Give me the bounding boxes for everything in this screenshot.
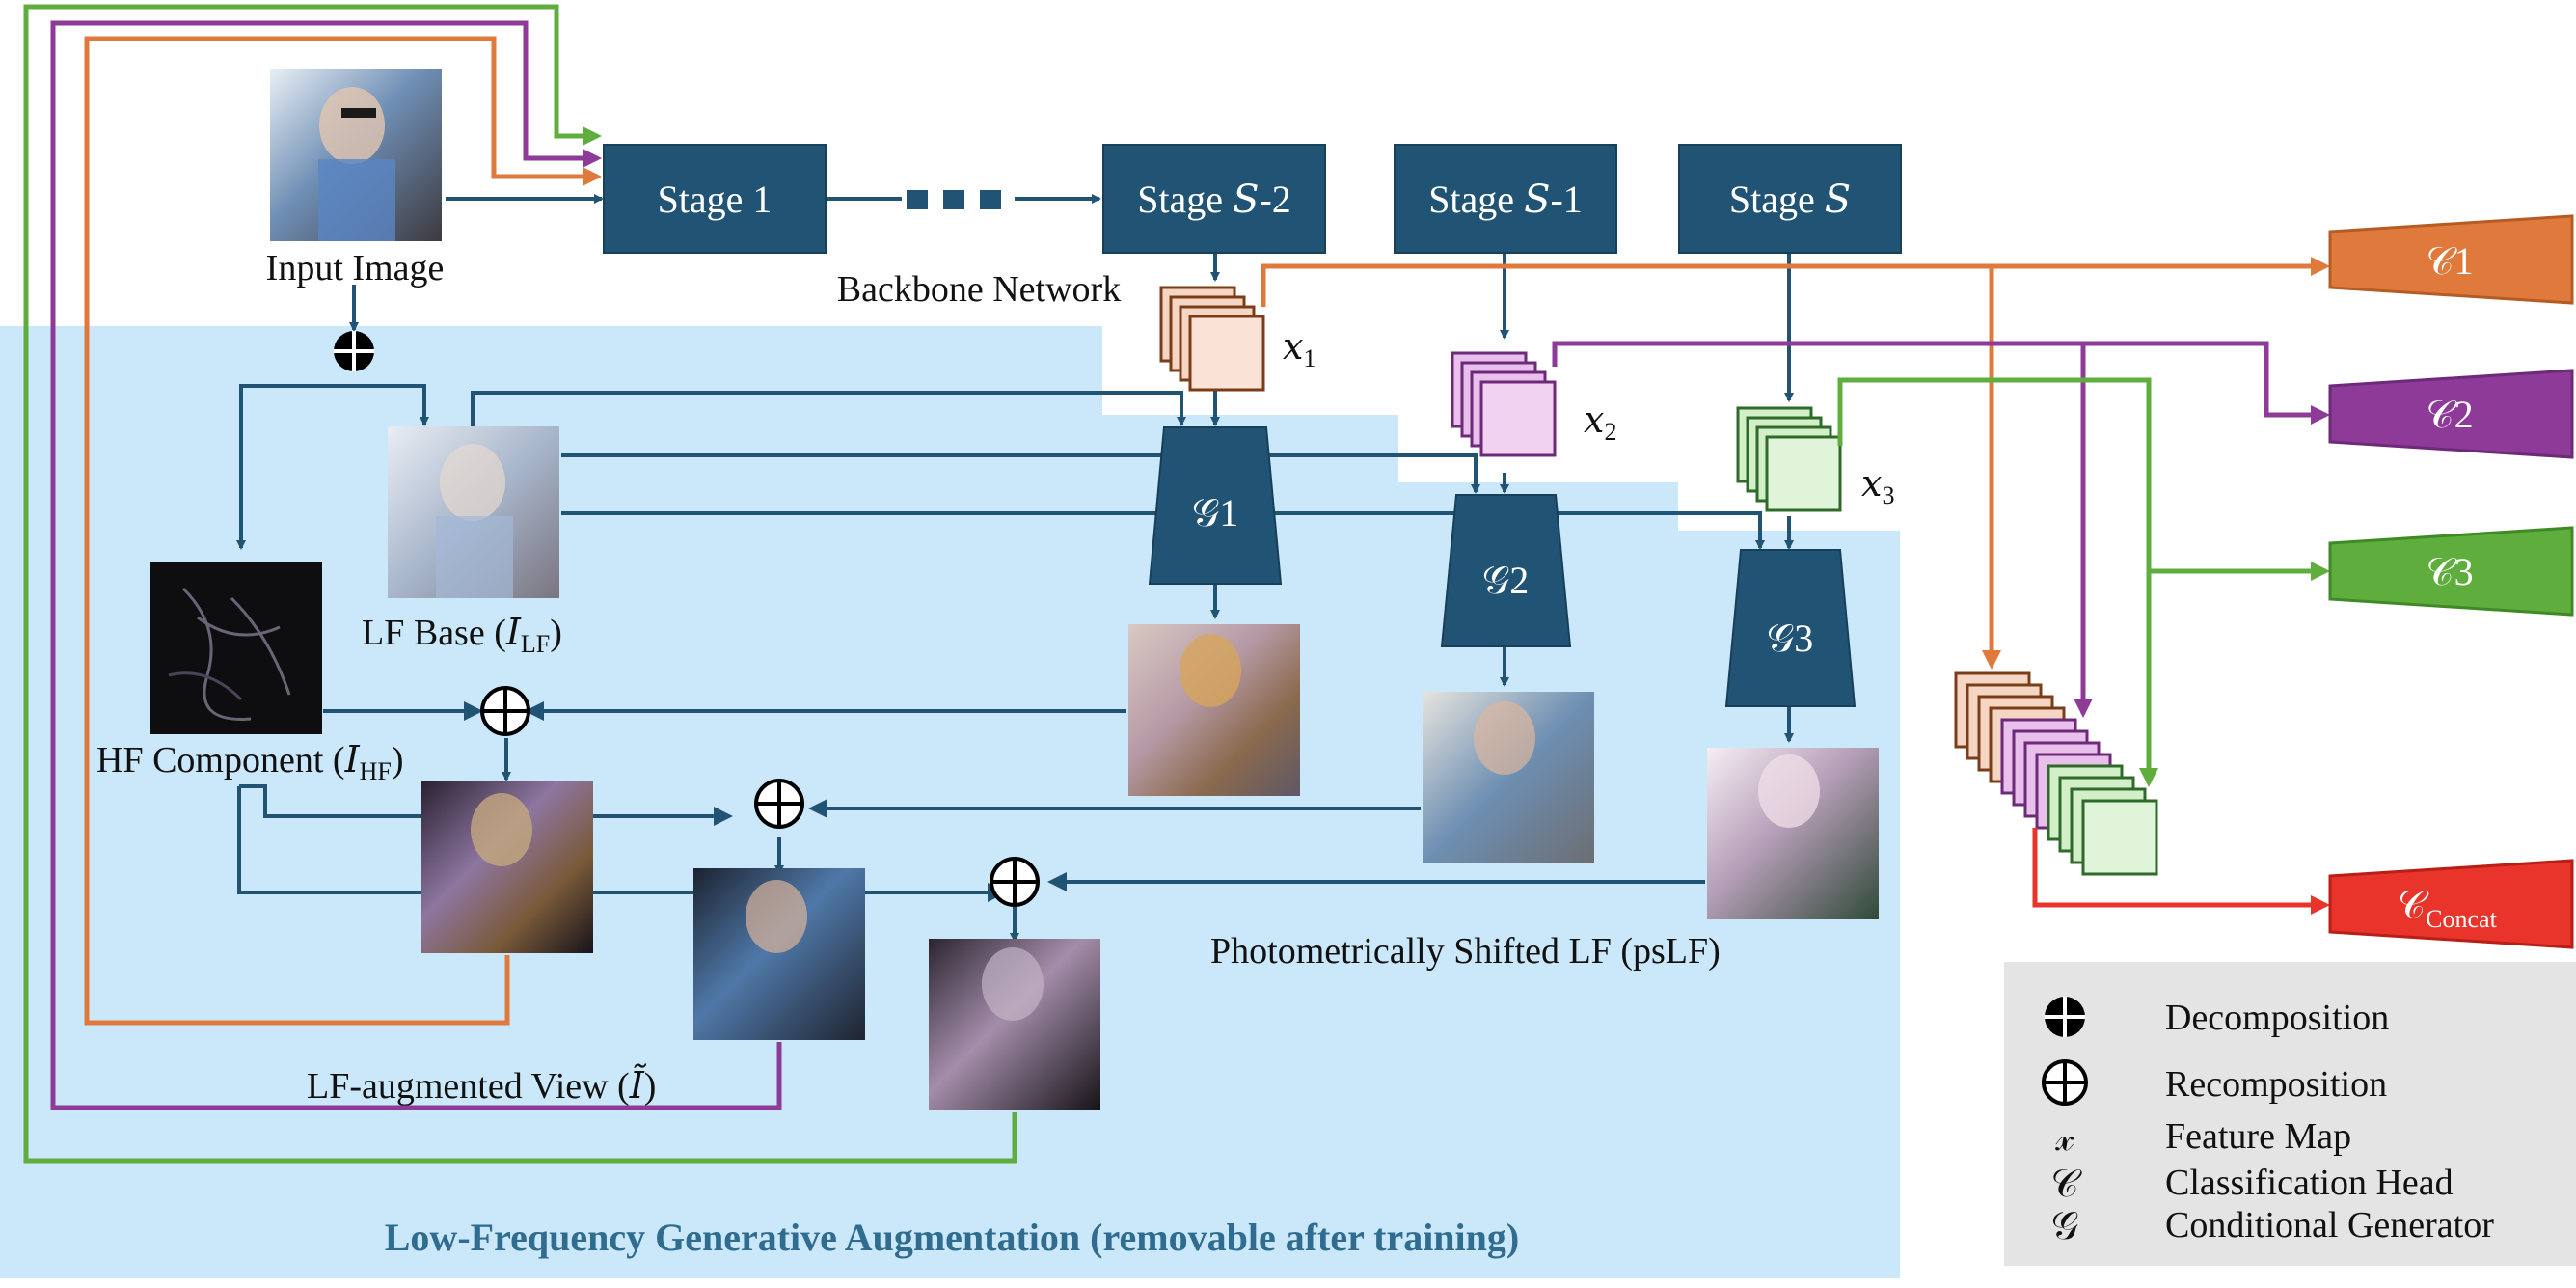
recomposition-icon-2	[754, 779, 804, 829]
feature-map-x1	[1159, 286, 1265, 392]
legend-conditional-generator: 𝒢 Conditional Generator	[2051, 1204, 2494, 1247]
augmentation-region	[0, 326, 1900, 1278]
orange-lines	[84, 36, 2330, 1026]
classification-head-symbol: 𝒞	[2050, 1162, 2082, 1205]
lf-base-caption: LF Base (ILF)	[362, 611, 562, 658]
hf-var: I	[344, 738, 361, 781]
recomposed-image-2	[693, 868, 865, 1040]
decomposition-icon	[334, 331, 374, 371]
feature-x3-label: x3	[1861, 462, 1894, 509]
legend-panel	[2004, 962, 2576, 1266]
lf-aug-var: Ĩ	[629, 1064, 647, 1107]
head-concat: 𝒞Concat	[2328, 859, 2574, 949]
head-c2-label: 𝒞2	[2426, 393, 2473, 436]
stage-s-box: Stage S	[1678, 144, 1902, 254]
lf-base-var: I	[505, 611, 522, 653]
lf-augmented-caption: LF-augmented View (Ĩ)	[307, 1064, 656, 1107]
lf-base-close: )	[550, 613, 562, 653]
legend-decomposition: Decomposition	[2045, 997, 2389, 1038]
decomposition-icon	[2045, 997, 2085, 1037]
stage-s-1-box: Stage S-1	[1394, 144, 1617, 254]
generator-g3: 𝒢3	[1724, 549, 1857, 707]
pslf-caption: Photometrically Shifted LF (psLF)	[1210, 931, 1721, 972]
head-concat-label: 𝒞Concat	[2398, 883, 2498, 933]
generator-g2: 𝒢2	[1440, 494, 1572, 647]
stage-s-2-box: Stage S-2	[1102, 144, 1326, 254]
feature-map-x3	[1736, 406, 1842, 512]
lf-aug-close: )	[644, 1066, 657, 1107]
generated-image-g2	[1423, 692, 1594, 863]
recomposition-icon-1	[480, 686, 530, 736]
stage-s-1-label: Stage S-1	[1428, 178, 1583, 222]
legend-classification-head-label: Classification Head	[2165, 1163, 2454, 1203]
feature-map-symbol: 𝓍	[2055, 1115, 2074, 1159]
stage-dots	[907, 190, 1001, 209]
legend-classification-head: 𝒞 Classification Head	[2050, 1162, 2453, 1205]
backbone-caption: Backbone Network	[837, 269, 1121, 310]
feature-x1-label: x1	[1283, 325, 1315, 372]
head-c1: 𝒞1	[2328, 214, 2574, 305]
dot-2	[943, 190, 964, 209]
region-title: Low-Frequency Generative Augmentation (r…	[385, 1216, 1519, 1259]
hf-close: )	[392, 740, 404, 781]
generator-g2-label: 𝒢2	[1482, 559, 1529, 602]
generator-g1: 𝒢1	[1148, 426, 1283, 585]
green-lines	[23, 4, 2330, 1164]
feature-x2-label: x2	[1584, 398, 1616, 446]
head-c1-label: 𝒞1	[2426, 239, 2473, 283]
recomposition-icon	[2042, 1059, 2088, 1106]
hf-component-caption: HF Component (IHF)	[96, 738, 403, 785]
lf-base-image	[388, 426, 559, 598]
generated-image-g3	[1707, 748, 1879, 919]
stage-s-2-label: Stage S-2	[1137, 178, 1291, 222]
stage-s-label: Stage S	[1729, 178, 1851, 222]
head-c3-label: 𝒞3	[2426, 550, 2473, 593]
stage-1-label: Stage 1	[658, 178, 773, 221]
dot-3	[980, 190, 1001, 209]
conditional-generator-symbol: 𝒢	[2051, 1204, 2078, 1247]
head-c2: 𝒞2	[2328, 369, 2574, 459]
legend-recomposition: Recomposition	[2042, 1059, 2387, 1106]
generator-g1-label: 𝒢1	[1192, 491, 1238, 534]
concat-feature-stack	[1954, 671, 2158, 876]
dot-1	[907, 190, 928, 209]
stage-1-box: Stage 1	[603, 144, 827, 254]
head-c3: 𝒞3	[2328, 526, 2574, 617]
hf-component-image	[150, 562, 322, 734]
generated-image-g1	[1128, 624, 1300, 796]
generator-g3-label: 𝒢3	[1767, 617, 1813, 660]
recomposition-icon-3	[990, 857, 1040, 907]
legend-decomposition-label: Decomposition	[2165, 998, 2389, 1038]
legend-conditional-generator-label: Conditional Generator	[2165, 1205, 2494, 1246]
recomposed-image-1	[421, 781, 593, 953]
legend-feature-map: 𝓍 Feature Map	[2055, 1115, 2352, 1159]
legend-feature-map-label: Feature Map	[2165, 1116, 2351, 1157]
recomposed-image-3	[929, 939, 1100, 1110]
feature-map-x2	[1451, 351, 1557, 457]
red-line	[2032, 828, 2330, 915]
purple-lines	[50, 20, 2330, 1110]
input-image-caption: Input Image	[266, 248, 445, 288]
legend-recomposition-label: Recomposition	[2165, 1064, 2387, 1105]
input-image	[270, 69, 442, 241]
